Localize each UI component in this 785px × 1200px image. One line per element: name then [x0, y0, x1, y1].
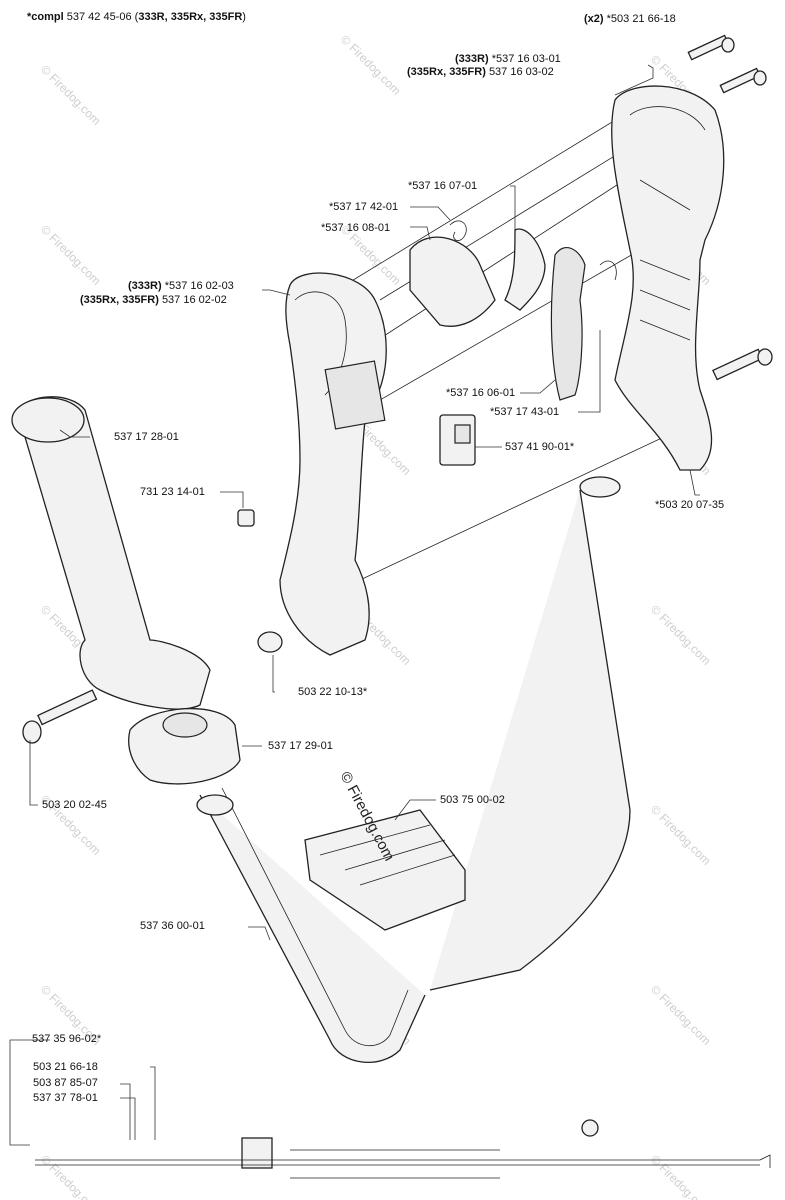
label-part-5032007: *503 20 07-35: [655, 499, 725, 511]
watermark-text: © Firedog.com: [38, 62, 104, 128]
watermark-text: © Firedog.com: [38, 1152, 104, 1200]
label-part-5371606: *537 16 06-01: [446, 387, 516, 399]
label-part-5032166-cable: 503 21 66-18: [33, 1061, 98, 1073]
label-part-5032210: 503 22 10-13*: [298, 686, 368, 698]
label-housing-335: (335Rx, 335FR) 537 16 03-02: [407, 66, 554, 78]
watermark-text: © Firedog.com: [648, 982, 714, 1048]
label-part-5373600: 537 36 00-01: [140, 920, 205, 932]
watermark-text: © Firedog.com: [648, 602, 714, 668]
label-handle-333r: (333R) *537 16 02-03: [128, 280, 234, 292]
left-handle-housing: [279, 272, 387, 656]
watermark-text: © Firedog.com: [648, 802, 714, 868]
label-part-5037500: 503 75 00-02: [440, 794, 505, 806]
screw-right: [712, 348, 773, 381]
label-part-5032002: 503 20 02-45: [42, 799, 107, 811]
right-handle-housing: [611, 85, 725, 471]
label-part-5371607: *537 16 07-01: [408, 180, 478, 192]
label-part-5373778: 537 37 78-01: [33, 1092, 98, 1104]
left-grip-assembly: [11, 396, 255, 710]
label-screws-x2: (x2) *503 21 66-18: [584, 13, 676, 25]
label-part-5371729: 537 17 29-01: [268, 740, 333, 752]
leader-lines: [9, 64, 700, 1146]
clamp: [128, 708, 241, 785]
watermark-text: © Firedog.com: [648, 1152, 714, 1200]
label-part-5371743: *537 17 43-01: [490, 406, 560, 418]
watermark-text: © Firedog.com: [338, 32, 404, 98]
loop-handle-tube: [196, 476, 631, 1063]
label-part-5371608: *537 16 08-01: [321, 222, 391, 234]
stop-switch: [439, 414, 476, 466]
label-part-7312314: 731 23 14-01: [140, 486, 205, 498]
label-part-5371742: *537 17 42-01: [329, 201, 399, 213]
bolt-left: [22, 689, 98, 744]
label-part-5374190: 537 41 90-01*: [505, 441, 575, 453]
spacer-block: [304, 809, 466, 931]
trigger-parts: [409, 220, 617, 401]
label-housing-333r: (333R) *537 16 03-01: [455, 53, 561, 65]
label-compl: *compl 537 42 45-06 (333R, 335Rx, 335FR): [27, 11, 246, 23]
screw-pair-top: [687, 34, 767, 94]
nut: [257, 631, 283, 653]
label-handle-335: (335Rx, 335FR) 537 16 02-02: [80, 294, 227, 306]
label-part-5373596: 537 35 96-02*: [32, 1033, 102, 1045]
throttle-cable: [35, 1119, 771, 1179]
label-part-5038785: 503 87 85-07: [33, 1077, 98, 1089]
label-part-5371728: 537 17 28-01: [114, 431, 179, 443]
watermark-text: © Firedog.com: [38, 222, 104, 288]
